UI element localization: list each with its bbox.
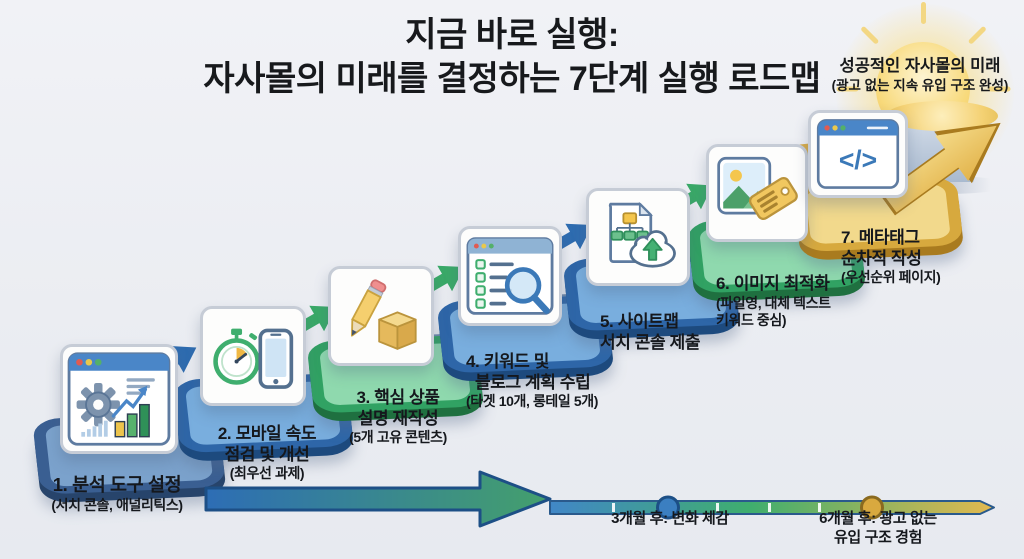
step2-line3: (최우선 과제) — [229, 465, 305, 482]
step7-line2: 순차적 작성 — [841, 248, 922, 268]
step1-card — [60, 344, 178, 454]
step6-line1: 6. 이미지 최적화 — [716, 274, 830, 293]
goal-line1: 성공적인 자사몰의 미래 — [839, 57, 1001, 75]
milestone1-label: 3개월 후: 변화 체감 — [611, 510, 729, 527]
step5-line1: 5. 사이트맵 — [600, 312, 679, 331]
step7-line1: 7. 메타태그 — [841, 228, 920, 247]
step5-card — [586, 188, 690, 286]
step5-line2: 서치 콘솔 제출 — [600, 332, 701, 352]
flow-arrow — [204, 470, 552, 528]
title-line2: 자사몰의 미래를 결정하는 7단계 실행 로드맵 — [203, 59, 821, 98]
step6-line2: (파일영, 대체 텍스트 — [716, 294, 831, 311]
code-browser-icon: </> — [816, 119, 900, 189]
step7-card: </> — [808, 110, 908, 198]
step5-label: 5. 사이트맵 서치 콘솔 제출 — [600, 312, 750, 353]
stopwatch-smartphone-icon — [213, 328, 294, 389]
step1-line1: 1. 분석 도구 설정 — [52, 474, 182, 495]
browser-gear-analytics-chart-icon — [67, 352, 171, 446]
milestone2-line1: 6개월 후: 광고 없는 — [819, 510, 937, 527]
step7-label: 7. 메타태그 순차적 작성 (우선순위 페이지) — [841, 228, 991, 287]
code-glyph: </> — [839, 145, 877, 175]
sun-ray — [920, 2, 926, 24]
step6-label: 6. 이미지 최적화 (파일영, 대체 텍스트 키워드 중심) — [716, 274, 876, 329]
checklist-magnifier-icon — [466, 237, 554, 315]
title-line1: 지금 바로 실행: — [405, 16, 619, 54]
page-title: 지금 바로 실행: 자사몰의 미래를 결정하는 7단계 실행 로드맵 — [0, 14, 1024, 101]
step2-line2: 점검 및 개선 — [224, 444, 310, 464]
step4-line3: (타겟 10개, 롱테일 5개) — [466, 393, 599, 410]
milestone2-line2: 유입 구조 경험 — [834, 528, 922, 546]
pencil-package-box-icon — [351, 279, 417, 350]
sitemap-document-cloud-upload-icon — [608, 201, 676, 268]
goal-line2: (광고 없는 지속 유입 구조 완성) — [831, 78, 1009, 94]
step3-line2: 설명 재작성 — [357, 408, 439, 428]
milestone1-marker — [656, 495, 680, 520]
milestone2-label: 6개월 후: 광고 없는 유입 구조 경험 — [796, 510, 960, 548]
step3-line1: 3. 핵심 상품 — [356, 388, 440, 407]
step6-card — [706, 144, 808, 242]
goal-label: 성공적인 자사몰의 미래 (광고 없는 지속 유입 구조 완성) — [816, 56, 1024, 95]
step1-line2: (서치 콘솔, 애널리틱스) — [51, 496, 183, 513]
milestone2-marker — [860, 495, 884, 520]
image-price-tag-icon — [717, 156, 798, 221]
step2-line1: 2. 모바일 속도 — [217, 424, 317, 443]
step2-label: 2. 모바일 속도 점검 및 개선 (최우선 과제) — [192, 424, 342, 483]
timeline-bar — [549, 495, 995, 520]
step7-line3: (우선순위 페이지) — [841, 269, 941, 286]
step3-label: 3. 핵심 상품 설명 재작성 (5개 고유 콘텐츠) — [322, 388, 474, 447]
step4-card — [458, 226, 562, 326]
step4-line1: 4. 키워드 및 — [466, 352, 549, 371]
step4-label: 4. 키워드 및 블로그 계획 수립 (타겟 10개, 롱테일 5개) — [466, 352, 638, 411]
step6-line3: 키워드 중심) — [716, 311, 787, 328]
step4-line2: 블로그 계획 수립 — [475, 372, 591, 392]
step3-line3: (5개 고유 콘텐츠) — [349, 429, 447, 446]
step3-card — [328, 266, 434, 366]
step2-card — [200, 306, 306, 406]
step1-label: 1. 분석 도구 설정 (서치 콘솔, 애널리틱스) — [32, 474, 202, 514]
